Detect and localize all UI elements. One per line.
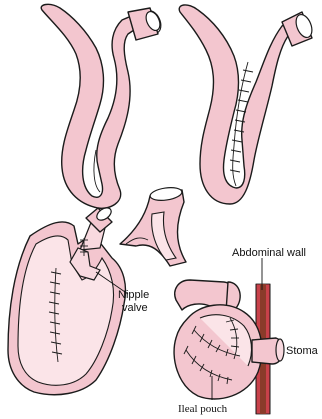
- label-abdominal-wall: Abdominal wall: [232, 247, 306, 259]
- ileal-loop-sutured: [179, 5, 303, 204]
- panel-pouch-nipple: [8, 205, 128, 394]
- stoma-mouth: [276, 339, 284, 361]
- panel-loop-folded: [41, 4, 164, 208]
- panel-loop-sutured: [179, 5, 315, 204]
- panel-pouch-stoma: [174, 258, 284, 414]
- label-valve: valve: [122, 302, 148, 314]
- ileal-loop-left: [41, 4, 143, 208]
- label-ileal-pouch: Ileal pouch: [178, 403, 228, 415]
- label-nipple: Nipple: [118, 289, 149, 301]
- panel-valve-detail: [120, 186, 186, 266]
- label-stoma: Stoma: [286, 345, 319, 357]
